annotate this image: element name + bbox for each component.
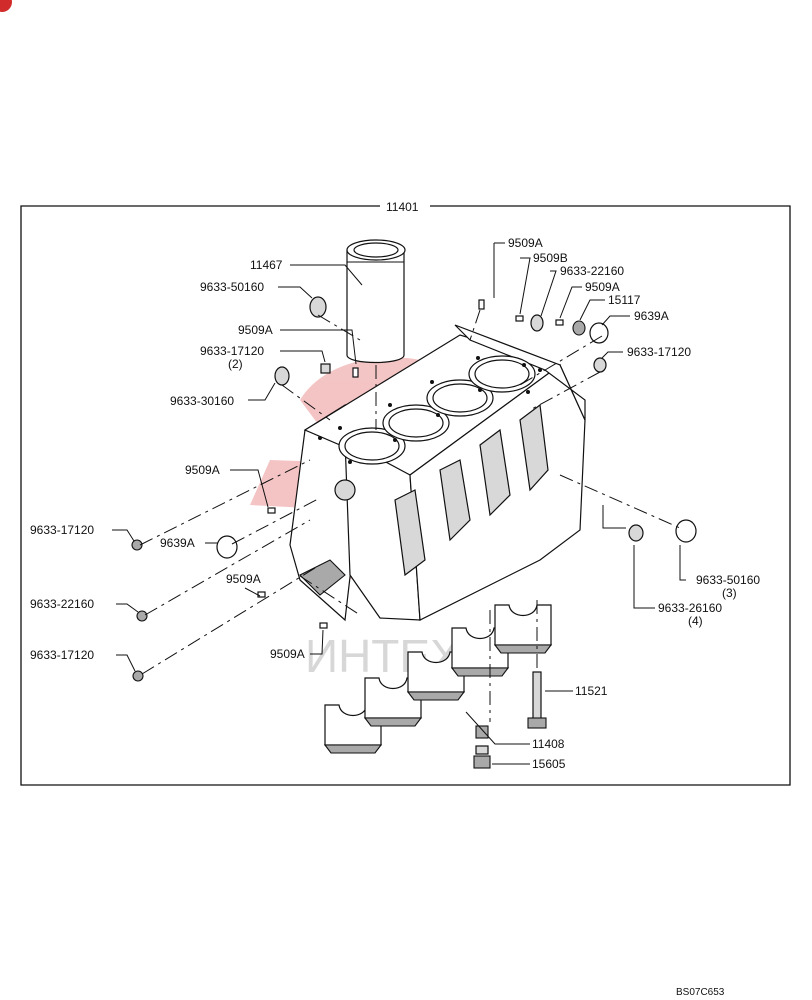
cap-bolt [527, 671, 547, 729]
assembly-label: 11401 [386, 200, 419, 214]
leader-lines [112, 242, 686, 765]
cylinder-liner [346, 239, 406, 364]
callout-9633-30160: 9633-30160 [170, 394, 234, 408]
callout-9509a: 9509A [185, 463, 220, 477]
callout-9633-17120: 9633-17120 [627, 345, 691, 359]
callout-11467: 11467 [250, 258, 283, 272]
callout-9509a: 9509A [585, 280, 620, 294]
callout-9633-17120: 9633-17120 [30, 523, 94, 537]
callout-11521: 11521 [575, 684, 608, 698]
figure-code: BS07C653 [676, 987, 725, 998]
callout-labels: 11467 9633-50160 9509A 9633-17120 (2) 96… [30, 236, 760, 771]
callout-qty: (3) [722, 586, 737, 600]
callout-15117: 15117 [608, 293, 641, 307]
cylinder-block [289, 324, 586, 622]
callout-9509a: 9509A [238, 323, 273, 337]
expansion-plugs [131, 296, 697, 682]
callout-qty: (2) [228, 357, 243, 371]
assembly-frame [20, 205, 791, 786]
callout-9633-22160: 9633-22160 [30, 597, 94, 611]
callout-15605: 15605 [532, 757, 566, 771]
main-bearing-caps [323, 604, 553, 754]
callout-9633-17120: 9633-17120 [200, 344, 264, 358]
callout-9639a: 9639A [634, 309, 669, 323]
callout-9633-26160: 9633-26160 [658, 601, 722, 615]
corner-badge [0, 0, 12, 12]
callout-9633-50160: 9633-50160 [696, 573, 760, 587]
callout-9509a: 9509A [226, 572, 261, 586]
oil-jet-plug [473, 725, 491, 769]
callout-9639a: 9639A [160, 536, 195, 550]
callout-9509a: 9509A [270, 647, 305, 661]
callout-qty: (4) [688, 614, 703, 628]
callout-9633-50160: 9633-50160 [200, 280, 264, 294]
callout-9633-17120: 9633-17120 [30, 648, 94, 662]
callout-9509a: 9509A [508, 236, 543, 250]
callout-11408: 11408 [532, 737, 565, 751]
callout-9509b: 9509B [533, 251, 568, 265]
callout-9633-22160: 9633-22160 [560, 264, 624, 278]
